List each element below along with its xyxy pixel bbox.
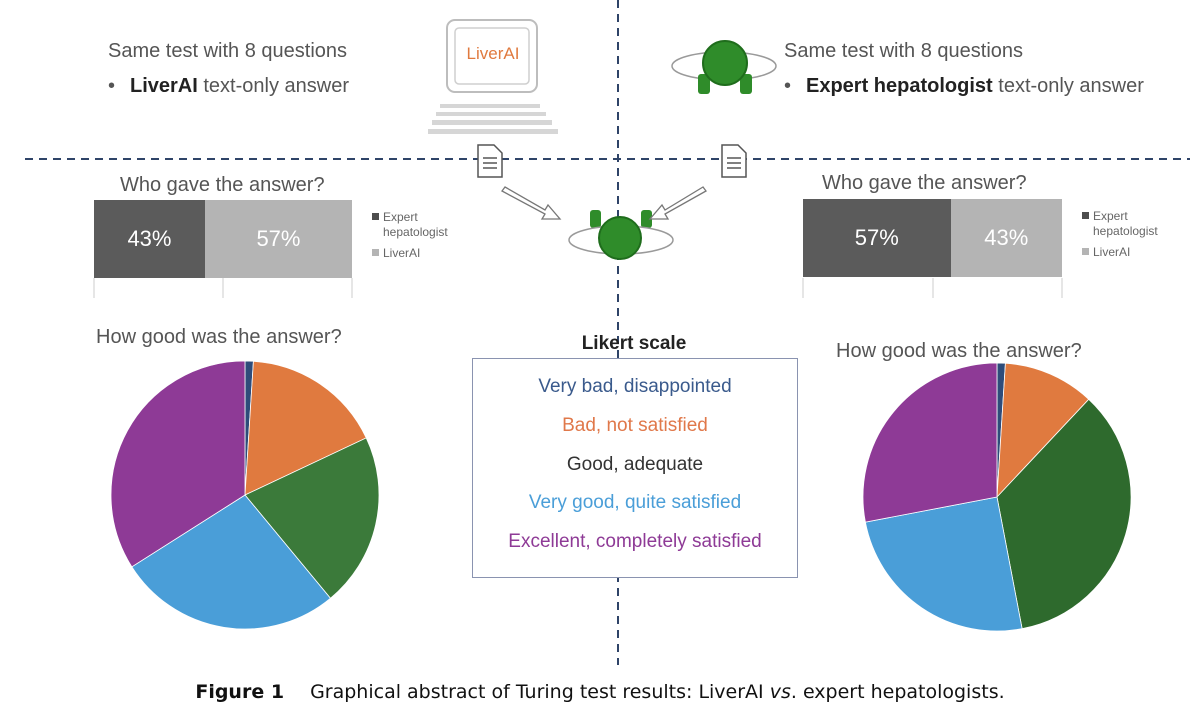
legend-item-expert: Expert [372,210,448,225]
right-header-title: Same test with 8 questions [784,40,1024,62]
likert-box: Very bad, disappointed Bad, not satisfie… [472,358,798,578]
legend-label: Expert [383,210,418,224]
bar-segment-label: 57% [256,226,301,251]
left-bar-axis [93,278,353,298]
right-header-bold: Expert hepatologist [806,75,993,97]
bar-segment-expert: 43% [94,200,205,278]
pie-slice-good [996,398,1132,630]
legend-swatch [1082,212,1089,219]
pie-slice-very-good [864,496,1023,632]
left-stacked-bar: 43% 57% [94,200,352,278]
bar-segment-label: 43% [127,226,172,251]
legend-label: LiverAI [383,246,421,260]
bullet: • [784,75,792,97]
right-bar-legend: Expert hepatologist LiverAI [1082,209,1158,260]
right-bar-axis [802,278,1063,298]
liverai-logo: LiverAI [458,44,528,64]
pie-slice-excellent [110,360,246,568]
legend-swatch [1082,248,1089,255]
document-icon-right [721,144,747,178]
left-bar-legend: Expert hepatologist LiverAI [372,210,448,261]
pie-slice-bad [996,362,1090,499]
right-header-rest: text-only answer [992,75,1144,97]
left-header-bullet-line: • LiverAI text-only answer [108,75,349,98]
likert-item-very-bad: Very bad, disappointed [538,376,732,397]
bar-segment-label: 57% [854,225,899,250]
expert-person-icon [671,40,777,94]
right-pie-title: How good was the answer? [836,340,1082,362]
left-header-title: Same test with 8 questions [108,40,348,62]
pie-slice-good [244,437,380,599]
pie-slice-bad [244,360,367,496]
legend-label: Expert [1093,209,1128,223]
caption-text-post: . expert hepatologists. [790,681,1005,703]
legend-item-expert: Expert [1082,209,1158,224]
liverai-logo-text: LiverAI [466,44,520,63]
caption-text-em: vs [769,681,791,703]
bar-segment-liverai: 57% [204,200,352,278]
legend-item-liverai: LiverAI [1082,245,1158,260]
left-header-rest: text-only answer [197,75,349,97]
bar-segment-label: 43% [984,225,1029,250]
figure-caption: Figure 1 Graphical abstract of Turing tes… [0,681,1200,703]
legend-label: LiverAI [1093,245,1131,259]
bar-segment-expert: 57% [803,199,951,277]
left-header-bold: LiverAI [130,75,198,97]
left-bar-title: Who gave the answer? [120,174,325,196]
likert-item-excellent: Excellent, completely satisfied [508,531,762,552]
caption-text-pre: Graphical abstract of Turing test result… [310,681,770,703]
likert-item-very-good: Very good, quite satisfied [528,492,742,513]
reader-person-icon [568,210,674,260]
right-header-bullet-line: • Expert hepatologist text-only answer [784,75,1144,98]
right-bar-title: Who gave the answer? [822,172,1027,194]
caption-label: Figure 1 [195,681,285,703]
arrow-left-to-reader [501,186,562,220]
likert-title: Likert scale [581,333,687,354]
legend-label: hepatologist [1093,224,1158,238]
right-stacked-bar: 57% 43% [803,199,1062,277]
bullet: • [108,75,116,97]
pie-chart-left [110,360,380,630]
document-icon-left [477,144,503,178]
likert-item-good: Good, adequate [566,454,704,475]
legend-label: hepatologist [383,225,448,239]
left-pie-title: How good was the answer? [96,326,342,348]
likert-item-bad: Bad, not satisfied [562,415,708,436]
legend-item-expert-line2: hepatologist [372,225,448,240]
pie-slice-very-good [131,494,331,630]
pie-slice-excellent [862,362,998,523]
computer-icon [428,19,558,134]
legend-item-liverai: LiverAI [372,246,448,261]
legend-item-expert-line2: hepatologist [1082,224,1158,239]
arrow-right-to-reader [648,186,707,220]
legend-swatch [372,249,379,256]
legend-swatch [372,213,379,220]
bar-segment-liverai: 43% [950,199,1062,277]
pie-chart-right [862,362,1132,632]
